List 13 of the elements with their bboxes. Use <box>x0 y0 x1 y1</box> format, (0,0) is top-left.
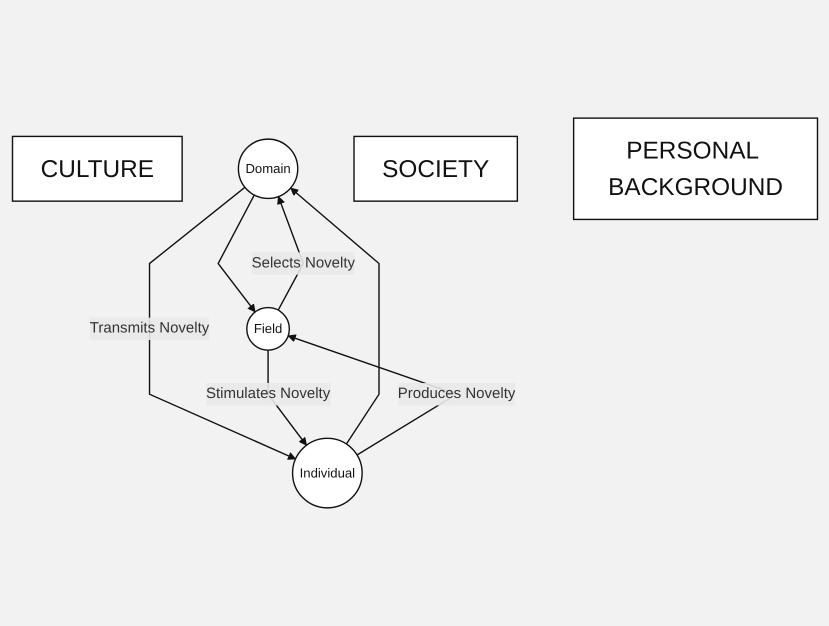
edge-label: Produces Novelty <box>397 386 515 402</box>
arrow <box>216 194 256 312</box>
node-box: SOCIETY <box>352 136 518 202</box>
node-box: PERSONAL BACKGROUND <box>572 117 818 220</box>
edge-label: Transmits Novelty <box>89 320 209 336</box>
node-circle: Field <box>246 306 290 351</box>
arrow <box>290 188 380 444</box>
node-box: CULTURE <box>11 136 182 202</box>
node-circle: Domain <box>237 138 298 200</box>
edge-label: Selects Novelty <box>251 255 355 272</box>
edge-label: Stimulates Novelty <box>205 386 330 402</box>
node-circle: Individual <box>291 438 362 509</box>
arrow <box>148 186 296 460</box>
